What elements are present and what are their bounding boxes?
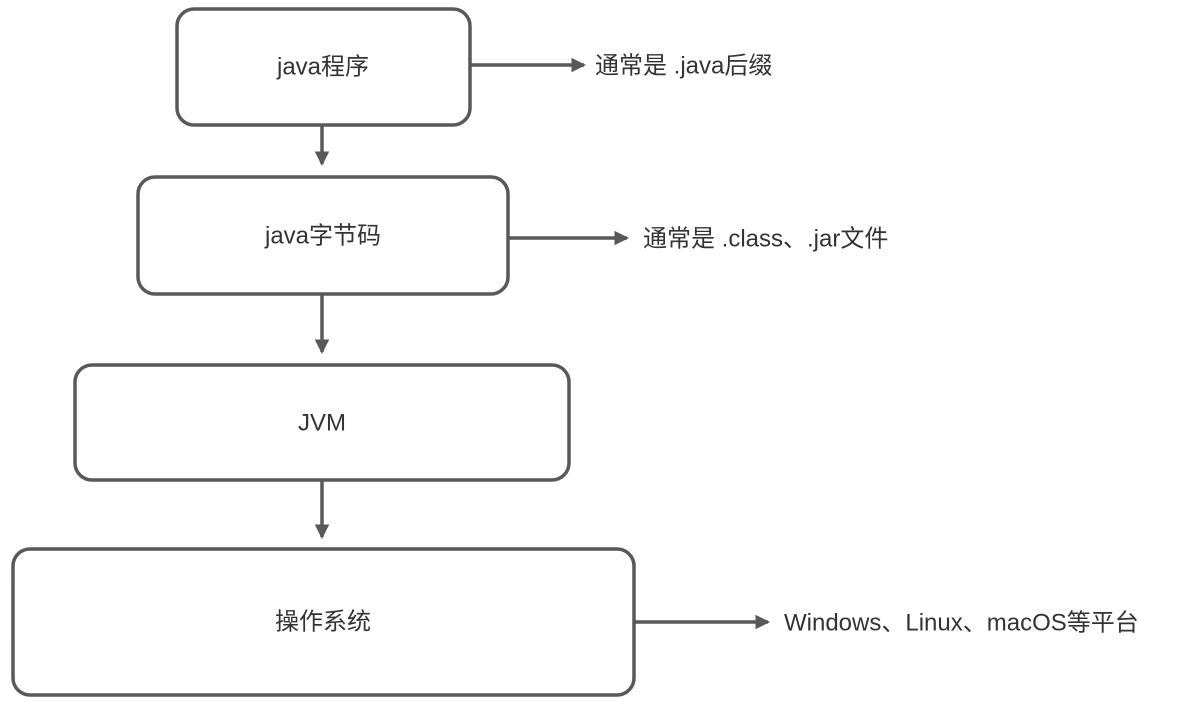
node-java-bytecode-label: java字节码 xyxy=(264,223,381,250)
node-jvm-label: JVM xyxy=(298,410,346,437)
node-java-program-label: java程序 xyxy=(276,54,369,81)
annotation-java-suffix: 通常是 .java后缀 xyxy=(595,53,772,80)
node-java-bytecode: java字节码 xyxy=(136,175,510,296)
annotation-class-jar: 通常是 .class、.jar文件 xyxy=(643,226,888,253)
node-jvm: JVM xyxy=(73,363,571,482)
node-java-program: java程序 xyxy=(175,7,472,127)
node-os: 操作系统 xyxy=(11,547,636,697)
annotation-platforms: Windows、Linux、macOS等平台 xyxy=(784,610,1139,637)
node-os-label: 操作系统 xyxy=(275,609,371,636)
